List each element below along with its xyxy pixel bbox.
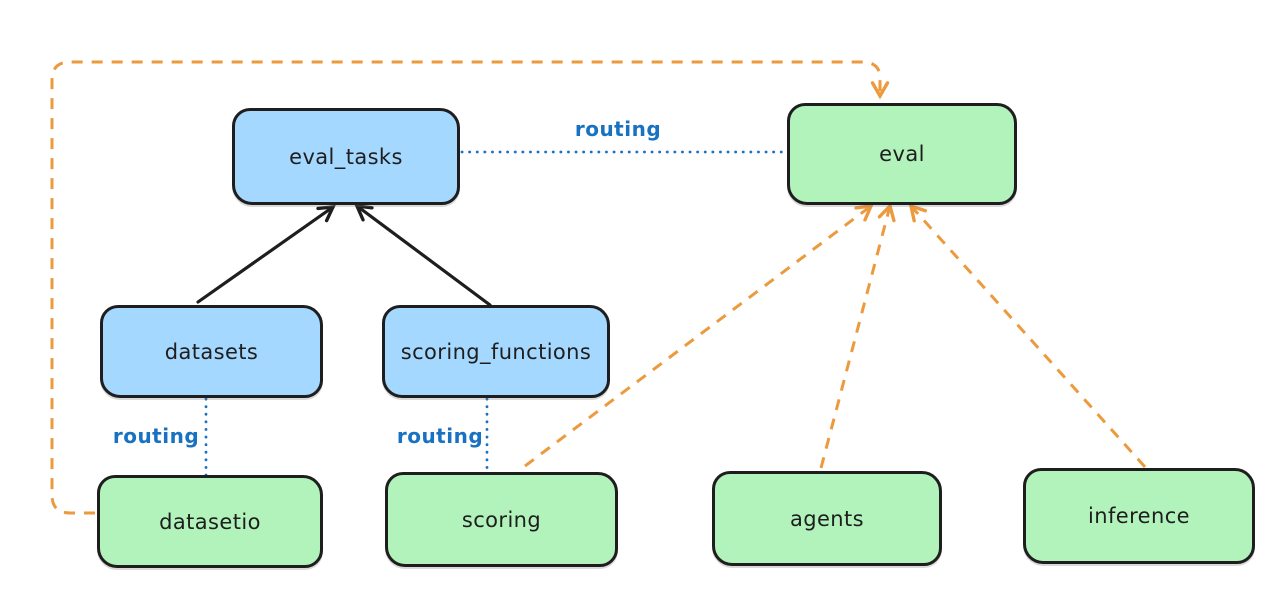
edge-label-routing-scoring-functions-scoring: routing bbox=[396, 424, 484, 448]
node-eval-tasks: eval_tasks bbox=[232, 108, 460, 205]
node-scoring: scoring bbox=[385, 472, 618, 567]
node-label: scoring bbox=[461, 507, 542, 532]
node-label: inference bbox=[1088, 504, 1190, 528]
node-scoring-functions: scoring_functions bbox=[382, 305, 610, 398]
node-label: agents bbox=[789, 506, 864, 531]
node-label: datasetio bbox=[159, 509, 261, 534]
node-datasets: datasets bbox=[100, 305, 323, 398]
edge-scoring-functions-to-eval-tasks bbox=[354, 203, 492, 307]
edge-label-routing-datasets-datasetio: routing bbox=[112, 424, 200, 448]
edge-inference-to-eval bbox=[908, 203, 1147, 469]
node-inference: inference bbox=[1023, 468, 1255, 564]
node-datasetio: datasetio bbox=[97, 475, 323, 568]
edge-datasetio-to-eval bbox=[50, 60, 890, 515]
edge-datasets-to-eval-tasks bbox=[196, 205, 336, 304]
node-label: scoring_functions bbox=[400, 339, 592, 364]
node-label: eval_tasks bbox=[289, 144, 403, 169]
edge-label-routing-eval-tasks-eval: routing bbox=[574, 117, 662, 141]
edge-scoring-to-eval bbox=[524, 203, 874, 468]
node-agents: agents bbox=[712, 471, 942, 566]
node-label: datasets bbox=[164, 339, 259, 364]
edge-agents-to-eval bbox=[819, 202, 896, 469]
node-label: eval bbox=[879, 142, 925, 166]
node-eval: eval bbox=[787, 103, 1017, 205]
